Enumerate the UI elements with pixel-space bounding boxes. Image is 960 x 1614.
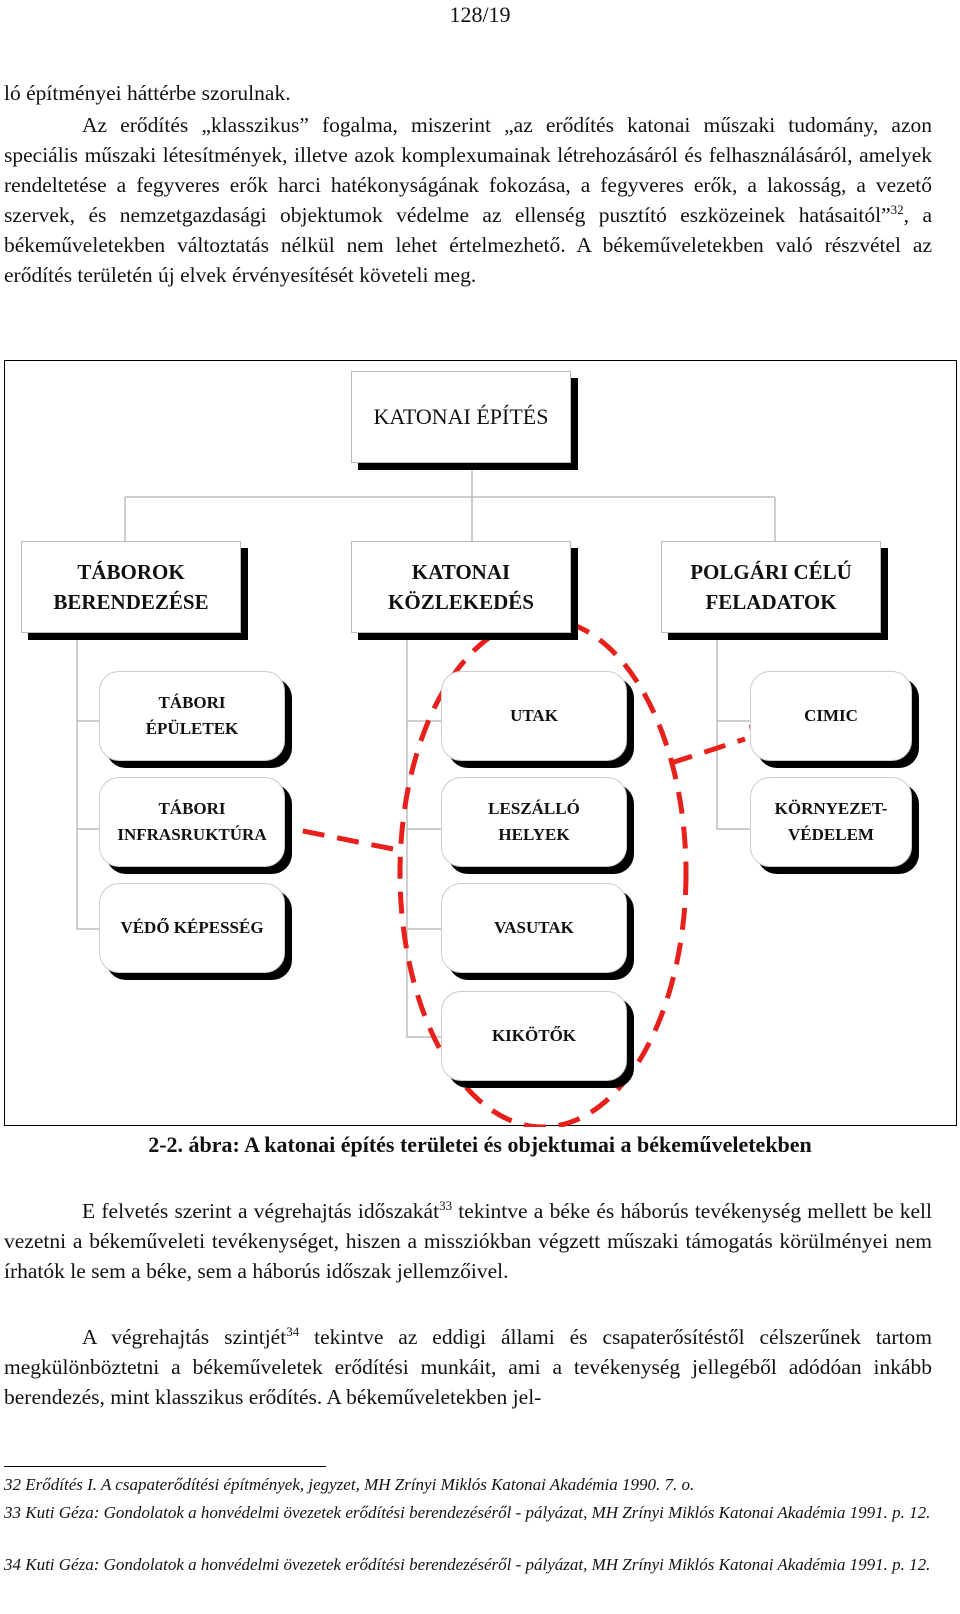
footnote-separator (4, 1466, 326, 1467)
leaf-vasutak: VASUTAK (441, 883, 627, 973)
paragraph-1: Az erődítés „klasszikus” fogalma, miszer… (4, 110, 932, 290)
leaf-kikotok: KIKÖTŐK (441, 991, 627, 1081)
branch-kozlekedes-line2: KÖZLEKEDÉS (388, 590, 534, 614)
paragraph-3-text-b: tekintve az eddigi állami és csapaterősí… (4, 1325, 932, 1409)
leaf-kornyezet-line2: VÉDELEM (788, 825, 874, 844)
leaf-tabori-epuletek: TÁBORI ÉPÜLETEK (99, 671, 285, 761)
branch-taborok-line2: BERENDEZÉSE (53, 590, 209, 614)
branch-taborok-line1: TÁBOROK (77, 560, 185, 584)
footnote-33: 33 Kuti Géza: Gondolatok a honvédelmi öv… (4, 1503, 931, 1522)
leaf-vedo-kepesseg: VÉDŐ KÉPESSÉG (99, 883, 285, 973)
leaf-tabori-epuletek-line2: ÉPÜLETEK (145, 719, 239, 738)
figure-caption: 2-2. ábra: A katonai építés területei és… (148, 1132, 812, 1157)
branch-polgari-line2: FELADATOK (705, 590, 837, 614)
paragraph-3: A végrehajtás szintjét34 tekintve az edd… (4, 1322, 932, 1412)
leaf-cimic: CIMIC (750, 671, 912, 761)
diagram-figure: KATONAI ÉPÍTÉS TÁBOROK BERENDEZÉSE KATONA… (4, 360, 957, 1127)
paragraph-2-text-b: tekintve a béke és háborús tevékenység m… (4, 1199, 932, 1283)
leaf-tabori-infrastruktura: TÁBORI INFRASRUKTÚRA (99, 777, 285, 867)
branch-box-kozlekedes: KATONAI KÖZLEKEDÉS (351, 541, 571, 633)
leaf-kikotok-line1: KIKÖTŐK (491, 1026, 577, 1045)
leaf-tabori-infra-line2: INFRASRUKTÚRA (117, 825, 267, 844)
leaf-leszallo-line1: LESZÁLLÓ (488, 799, 580, 818)
leaf-leszallo-line2: HELYEK (498, 825, 570, 844)
leaf-tabori-epuletek-line1: TÁBORI (158, 693, 226, 712)
footnote-ref-33[interactable]: 33 (439, 1197, 453, 1213)
footnote-ref-34[interactable]: 34 (286, 1323, 300, 1339)
branch-box-taborok: TÁBOROK BERENDEZÉSE (21, 541, 241, 633)
leaf-kornyezetvedelem: KÖRNYEZET- VÉDELEM (750, 777, 912, 867)
leaf-utak-line1: UTAK (510, 706, 558, 725)
paragraph-2: E felvetés szerint a végrehajtás időszak… (4, 1196, 932, 1286)
intro-line: ló építményei háttérbe szorulnak. (4, 81, 291, 105)
page-number: 128/19 (449, 2, 511, 27)
root-label: KATONAI ÉPÍTÉS (373, 404, 549, 429)
leaf-vedo-kepesseg-line1: VÉDŐ KÉPESSÉG (120, 918, 264, 937)
paragraph-1-text-b: , a békeműveletekben változtatás nélkül … (4, 203, 933, 287)
leaf-cimic-line1: CIMIC (804, 706, 858, 725)
paragraph-3-text-a: A végrehajtás szintjét (82, 1325, 287, 1349)
branch-box-polgari: POLGÁRI CÉLÚ FELADATOK (661, 541, 881, 633)
footnote-32: 32 Erődítés I. A csapaterődítési építmén… (4, 1475, 695, 1494)
root-box-katonai-epites: KATONAI ÉPÍTÉS (351, 371, 571, 463)
paragraph-1-text-a: Az erődítés „klasszikus” fogalma, miszer… (4, 113, 932, 227)
footnote-ref-32[interactable]: 32 (890, 201, 904, 217)
leaf-vasutak-line1: VASUTAK (494, 918, 574, 937)
branch-kozlekedes-line1: KATONAI (411, 560, 511, 584)
branch-polgari-line1: POLGÁRI CÉLÚ (690, 560, 852, 584)
leaf-leszallo-helyek: LESZÁLLÓ HELYEK (441, 777, 627, 867)
footnote-34: 34 Kuti Géza: Gondolatok a honvédelmi öv… (4, 1555, 931, 1574)
paragraph-2-text-a: E felvetés szerint a végrehajtás időszak… (82, 1199, 440, 1223)
leaf-tabori-infra-line1: TÁBORI (158, 799, 226, 818)
leaf-utak: UTAK (441, 671, 627, 761)
leaf-kornyezet-line1: KÖRNYEZET- (774, 799, 888, 818)
